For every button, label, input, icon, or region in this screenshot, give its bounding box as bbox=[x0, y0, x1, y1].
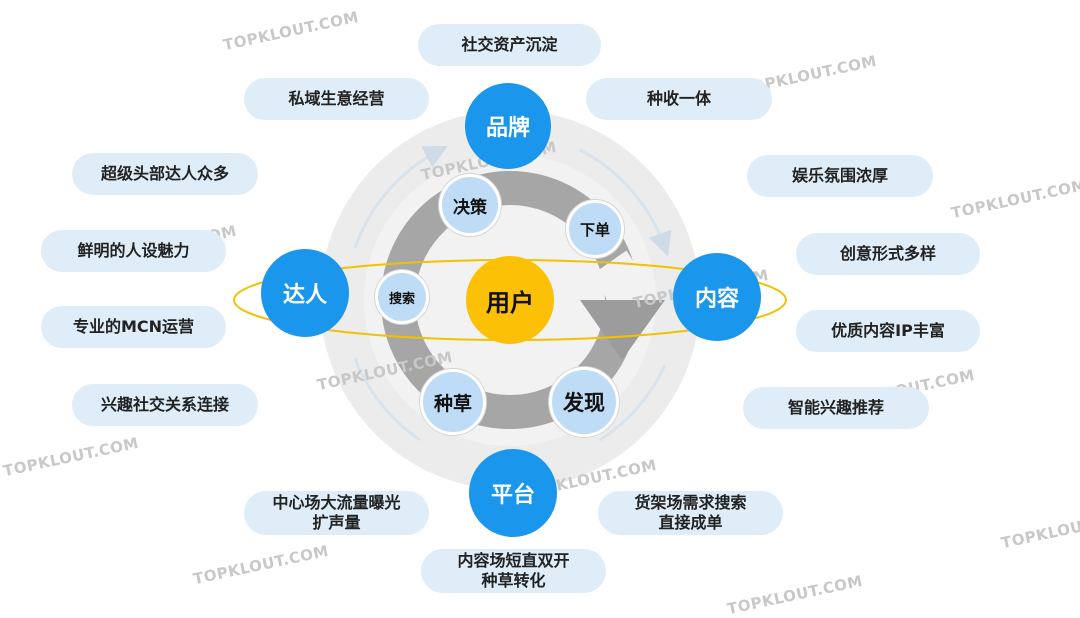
ecosystem-diagram: TOPKLOUT.COM TOPKLOUT.COM TOPKLOUT.COM T… bbox=[2, 8, 1080, 618]
pill-center-field: 中心场大流量曝光 扩声量 bbox=[244, 491, 429, 535]
pill-label: 货架场需求搜索 直接成单 bbox=[634, 493, 747, 532]
pill-label: 内容场短直双开 种草转化 bbox=[457, 551, 570, 590]
pill-label: 优质内容IP丰富 bbox=[831, 321, 945, 340]
pill-label: 兴趣社交关系连接 bbox=[100, 395, 229, 414]
platform-node: 平台 bbox=[469, 449, 557, 537]
pill-seed-harvest: 种收一体 bbox=[586, 78, 772, 120]
pill-top-creators: 超级头部达人众多 bbox=[72, 153, 258, 195]
center-user-node: 用户 bbox=[466, 256, 554, 344]
cycle-discover-node: 发现 bbox=[549, 367, 619, 437]
pill-social-connect: 兴趣社交关系连接 bbox=[72, 384, 258, 426]
pill-label: 娱乐氛围浓厚 bbox=[791, 166, 888, 185]
pill-creative: 创意形式多样 bbox=[796, 233, 980, 275]
pill-label: 中心场大流量曝光 扩声量 bbox=[272, 493, 401, 532]
pill-label: 私域生意经营 bbox=[288, 89, 385, 108]
outer-arrow-top-left bbox=[353, 145, 448, 249]
pill-persona: 鲜明的人设魅力 bbox=[41, 230, 226, 272]
pill-social-assets: 社交资产沉淀 bbox=[418, 24, 601, 66]
pill-label: 种收一体 bbox=[646, 89, 711, 108]
pill-label: 鲜明的人设魅力 bbox=[77, 241, 190, 260]
pill-label: 创意形式多样 bbox=[839, 244, 936, 263]
pill-content-field: 内容场短直双开 种草转化 bbox=[421, 549, 606, 593]
pill-label: 智能兴趣推荐 bbox=[787, 398, 884, 417]
pill-private-domain: 私域生意经营 bbox=[244, 78, 429, 120]
content-node: 内容 bbox=[673, 253, 761, 341]
pill-label: 社交资产沉淀 bbox=[461, 35, 558, 54]
outer-arrow-top-right bbox=[579, 148, 672, 257]
cycle-arrow-head bbox=[580, 300, 665, 360]
pill-shelf-field: 货架场需求搜索 直接成单 bbox=[598, 491, 783, 535]
pill-label: 超级头部达人众多 bbox=[100, 164, 229, 183]
outer-arrow-bottom-right bbox=[599, 364, 667, 442]
pill-entertainment: 娱乐氛围浓厚 bbox=[747, 155, 933, 197]
pill-label: 专业的MCN运营 bbox=[72, 317, 195, 336]
creator-node: 达人 bbox=[261, 249, 349, 337]
brand-node: 品牌 bbox=[465, 83, 551, 169]
cycle-seed-node: 种草 bbox=[420, 369, 486, 435]
cycle-order-node: 下单 bbox=[566, 200, 624, 258]
pill-mcn: 专业的MCN运营 bbox=[41, 306, 226, 348]
cycle-decide-node: 决策 bbox=[439, 174, 501, 236]
pill-quality-ip: 优质内容IP丰富 bbox=[796, 310, 980, 352]
outer-arrow-bottom-left bbox=[353, 357, 421, 442]
pill-smart-rec: 智能兴趣推荐 bbox=[743, 387, 929, 429]
cycle-search-node: 搜索 bbox=[375, 270, 429, 324]
